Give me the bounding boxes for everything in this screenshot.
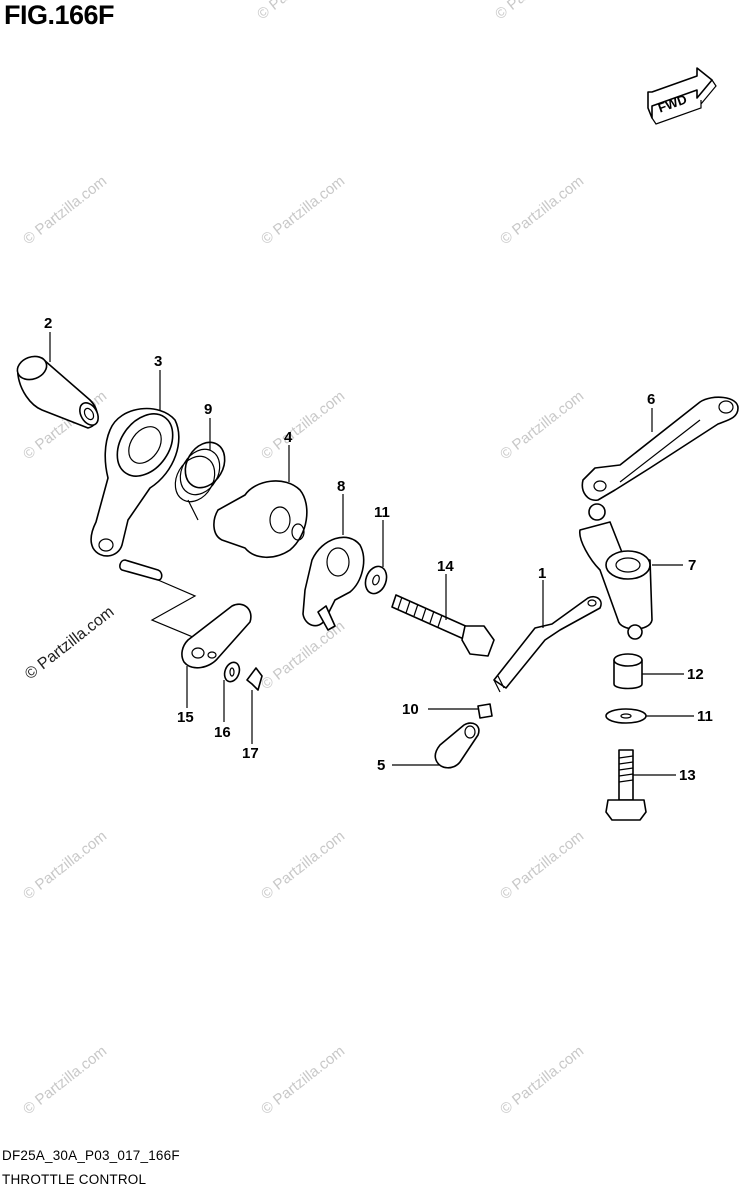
watermark: © Partzilla.com xyxy=(492,0,582,23)
callout-17: 17 xyxy=(242,745,259,762)
part-2-sleeve xyxy=(16,355,99,429)
callout-11: 11 xyxy=(374,504,390,521)
callout-7: 7 xyxy=(688,557,696,574)
watermark: © Partzilla.com xyxy=(497,828,587,904)
diagram-code: DF25A_30A_P03_017_166F xyxy=(2,1148,180,1163)
watermark: © Partzilla.com xyxy=(22,603,117,683)
callout-9: 9 xyxy=(204,401,212,418)
part-1-rod xyxy=(493,595,602,693)
part-16-washer xyxy=(223,661,241,683)
watermark-layer: © Partzilla.com © Partzilla.com © Partzi… xyxy=(20,0,587,1118)
callout-16: 16 xyxy=(214,724,231,741)
callout-6: 6 xyxy=(647,391,655,408)
part-15-lever xyxy=(181,603,252,669)
part-13-bolt xyxy=(605,749,647,821)
part-11-washer xyxy=(605,708,647,724)
callout-3: 3 xyxy=(154,353,162,370)
fwd-arrow-icon: FWD xyxy=(647,67,717,125)
callout-13: 13 xyxy=(679,767,696,784)
part-8-plate xyxy=(302,536,365,631)
watermark: © Partzilla.com xyxy=(20,1043,110,1119)
watermark: © Partzilla.com xyxy=(258,1043,348,1119)
pin xyxy=(119,559,201,641)
part-7-arm xyxy=(579,503,653,640)
watermark: © Partzilla.com xyxy=(258,618,348,694)
watermark: © Partzilla.com xyxy=(258,173,348,249)
part-17-clip xyxy=(246,667,263,691)
part-12-collar xyxy=(613,653,643,690)
callouts: 2 3 9 4 8 11 14 1 6 7 12 11 13 10 5 15 1… xyxy=(44,315,713,784)
part-3-arm xyxy=(90,407,180,557)
part-5-joint xyxy=(434,722,480,769)
watermark: © Partzilla.com xyxy=(497,388,587,464)
callout-12: 12 xyxy=(687,666,704,683)
watermark: © Partzilla.com xyxy=(254,0,344,23)
callout-2: 2 xyxy=(44,315,52,332)
callout-11: 11 xyxy=(697,708,713,725)
watermark: © Partzilla.com xyxy=(497,1043,587,1119)
part-11-washer xyxy=(364,565,388,595)
figure-title: FIG.166F xyxy=(4,0,115,30)
watermark: © Partzilla.com xyxy=(258,828,348,904)
callout-4: 4 xyxy=(284,429,293,446)
leader-lines xyxy=(49,332,694,776)
section-title: THROTTLE CONTROL xyxy=(2,1172,147,1187)
part-4-cam xyxy=(213,480,308,559)
watermark: © Partzilla.com xyxy=(258,388,348,464)
callout-8: 8 xyxy=(337,478,345,495)
callout-15: 15 xyxy=(177,709,194,726)
part-6-link-arm xyxy=(581,396,739,502)
callout-1: 1 xyxy=(538,565,546,582)
callout-10: 10 xyxy=(402,701,419,718)
watermark: © Partzilla.com xyxy=(20,828,110,904)
callout-14: 14 xyxy=(437,558,454,575)
part-10-nut xyxy=(477,703,493,719)
watermark: © Partzilla.com xyxy=(20,173,110,249)
part-9-spring xyxy=(174,441,226,521)
part-14-bolt xyxy=(391,594,495,657)
watermark: © Partzilla.com xyxy=(497,173,587,249)
callout-5: 5 xyxy=(377,757,385,774)
